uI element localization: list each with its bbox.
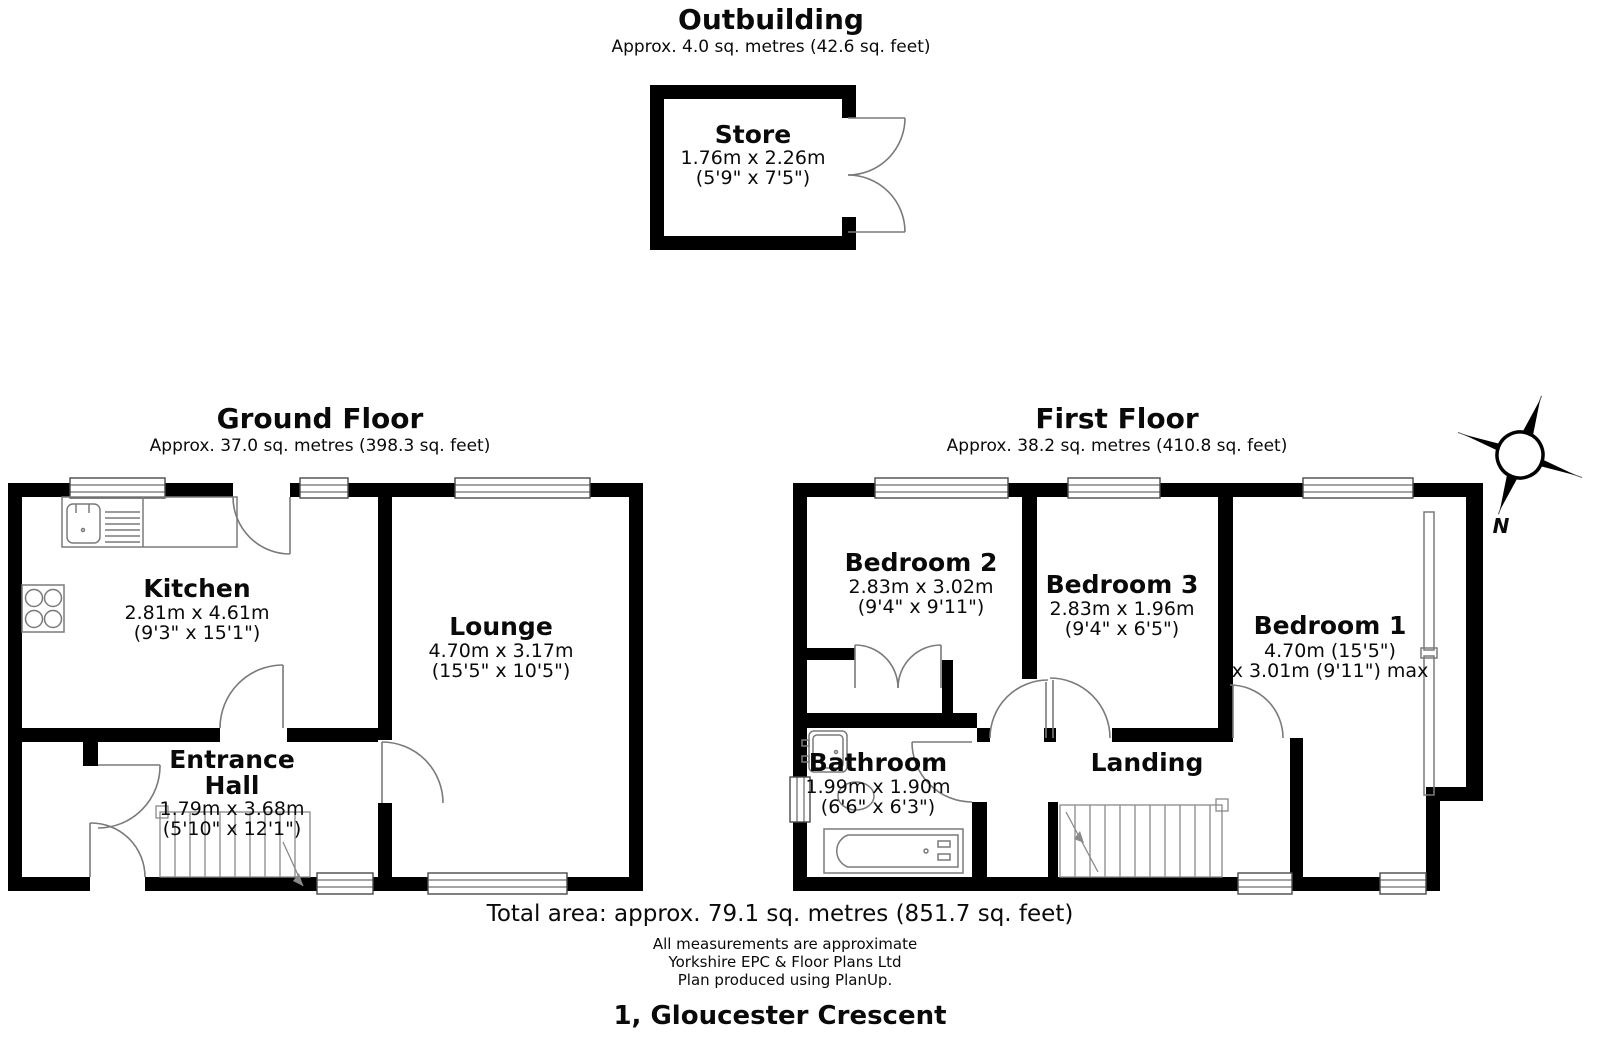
kitchen-imperial: (9'3" x 15'1") xyxy=(134,622,261,644)
first-floor-section: First Floor Approx. 38.2 sq. metres (410… xyxy=(789,402,1483,895)
bathtub xyxy=(823,828,964,874)
door-arc xyxy=(232,496,291,555)
room-label-lounge: Lounge 4.70m x 3.17m (15'5" x 10'5") xyxy=(429,612,574,682)
ground-floor-doors xyxy=(89,496,444,878)
bedroom2-imperial: (9'4" x 9'11") xyxy=(858,596,985,618)
room-label-bedroom2: Bedroom 2 2.83m x 3.02m (9'4" x 9'11") xyxy=(845,548,998,618)
window xyxy=(427,872,568,895)
outbuilding-area: Approx. 4.0 sq. metres (42.6 sq. feet) xyxy=(611,37,930,57)
window xyxy=(1302,477,1414,499)
total-area-text: Total area: approx. 79.1 sq. metres (851… xyxy=(486,901,1074,927)
kitchen-name: Kitchen xyxy=(143,574,250,603)
company-text: Yorkshire EPC & Floor Plans Ltd xyxy=(667,953,901,971)
window xyxy=(789,776,811,823)
door-arc xyxy=(1229,684,1284,739)
lounge-imperial: (15'5" x 10'5") xyxy=(432,660,571,682)
bedroom3-name: Bedroom 3 xyxy=(1046,570,1199,599)
outbuilding-heading: Outbuilding xyxy=(678,3,864,36)
ground-floor-windows xyxy=(69,477,591,895)
bathroom-sink xyxy=(801,730,848,773)
hall-metric: 1.79m x 3.68m xyxy=(160,798,305,820)
bathroom-fixtures xyxy=(801,730,964,874)
room-label-store: Store 1.76m x 2.26m (5'9" x 7'5") xyxy=(681,120,826,189)
window xyxy=(316,872,374,895)
window xyxy=(454,477,591,499)
ground-floor-heading: Ground Floor xyxy=(217,402,424,435)
footer: Total area: approx. 79.1 sq. metres (851… xyxy=(486,901,1074,1031)
hall-name-line1: Entrance xyxy=(169,745,295,774)
window xyxy=(1067,477,1161,499)
disclaimer-text: All measurements are approximate xyxy=(653,935,917,953)
room-label-entrance-hall: Entrance Hall 1.79m x 3.68m (5'10" x 12'… xyxy=(160,745,305,840)
toilet xyxy=(837,781,875,811)
door-arc xyxy=(89,822,146,878)
first-floor-windows xyxy=(789,477,1427,895)
ground-floor-section: Ground Floor Approx. 37.0 sq. metres (39… xyxy=(8,402,643,895)
bedroom2-name: Bedroom 2 xyxy=(845,548,998,577)
door-arc xyxy=(854,644,942,689)
bedroom2-metric: 2.83m x 3.02m xyxy=(849,576,994,598)
first-floor-heading: First Floor xyxy=(1035,402,1199,435)
first-floor-walls xyxy=(793,483,1483,891)
door-arc xyxy=(381,741,444,804)
lounge-name: Lounge xyxy=(449,612,553,641)
bathroom-imperial: (6'6" x 6'3") xyxy=(821,796,935,818)
outbuilding-section: Outbuilding Approx. 4.0 sq. metres (42.6… xyxy=(611,3,931,250)
window xyxy=(874,477,1009,499)
bedroom3-imperial: (9'4" x 6'5") xyxy=(1065,618,1179,640)
staircase xyxy=(1059,798,1229,878)
lounge-metric: 4.70m x 3.17m xyxy=(429,640,574,662)
ground-floor-walls xyxy=(8,483,643,891)
window xyxy=(1237,872,1293,895)
door-arc xyxy=(1049,677,1111,739)
store-double-door xyxy=(847,117,906,233)
bathroom-name: Bathroom xyxy=(809,748,947,777)
hob xyxy=(21,584,65,633)
room-label-bedroom1: Bedroom 1 4.70m (15'5") x 3.01m (9'11") … xyxy=(1232,611,1429,682)
first-floor-doors xyxy=(854,644,1284,803)
door-arc xyxy=(97,764,161,829)
store-name: Store xyxy=(715,120,791,149)
room-label-bathroom: Bathroom 1.99m x 1.90m (6'6" x 6'3") xyxy=(806,748,951,818)
bedroom1-metric: 4.70m (15'5") xyxy=(1264,640,1396,662)
room-label-bedroom3: Bedroom 3 2.83m x 1.96m (9'4" x 6'5") xyxy=(1046,570,1199,640)
staircase xyxy=(155,805,311,887)
door-arc xyxy=(219,664,284,729)
outbuilding-walls xyxy=(650,85,856,250)
window xyxy=(1379,872,1427,895)
landing-name: Landing xyxy=(1091,748,1204,777)
window xyxy=(299,477,349,499)
kitchen-sink xyxy=(66,503,101,544)
kitchen-fixtures xyxy=(21,496,238,633)
window xyxy=(69,477,166,499)
draining-board xyxy=(105,511,140,543)
store-imperial: (5'9" x 7'5") xyxy=(696,167,810,189)
hall-imperial: (5'10" x 12'1") xyxy=(163,818,302,840)
first-floor-area: Approx. 38.2 sq. metres (410.8 sq. feet) xyxy=(947,436,1288,456)
compass-rose: N xyxy=(1457,395,1583,538)
kitchen-metric: 2.81m x 4.61m xyxy=(125,602,270,624)
wardrobe xyxy=(1420,511,1438,796)
store-metric: 1.76m x 2.26m xyxy=(681,147,826,169)
bedroom1-name: Bedroom 1 xyxy=(1254,611,1407,640)
bedroom3-metric: 2.83m x 1.96m xyxy=(1050,598,1195,620)
room-label-landing: Landing xyxy=(1091,748,1204,777)
page-title: 1, Gloucester Crescent xyxy=(613,1001,946,1031)
ground-floor-area: Approx. 37.0 sq. metres (398.3 sq. feet) xyxy=(150,436,491,456)
room-label-kitchen: Kitchen 2.81m x 4.61m (9'3" x 15'1") xyxy=(125,574,270,644)
bathroom-metric: 1.99m x 1.90m xyxy=(806,776,951,798)
north-label: N xyxy=(1493,514,1510,538)
kitchen-counter xyxy=(61,496,238,548)
door-arc xyxy=(989,679,1049,739)
door-arc xyxy=(911,741,973,803)
bedroom1-imperial: x 3.01m (9'11") max xyxy=(1232,660,1429,682)
hall-name-line2: Hall xyxy=(205,771,260,800)
produced-text: Plan produced using PlanUp. xyxy=(678,971,892,989)
